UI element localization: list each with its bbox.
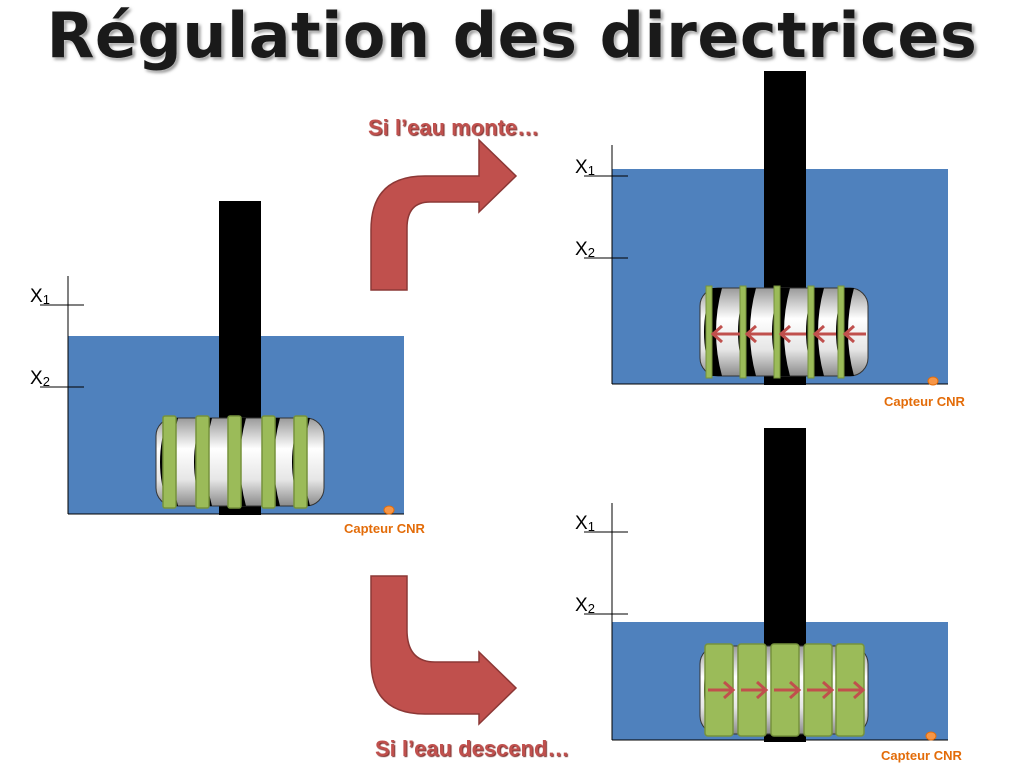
sensor-label: Capteur CNR	[881, 748, 962, 763]
guide-vane	[739, 285, 747, 379]
level-x1-label: X1	[575, 513, 595, 534]
arrow-fall-icon	[370, 575, 518, 726]
arrow-left-icon	[710, 324, 740, 344]
guide-vane	[261, 415, 276, 509]
guide-vane	[195, 415, 210, 509]
guide-vane	[837, 285, 845, 379]
sensor-label: Capteur CNR	[344, 521, 425, 536]
guide-vane	[293, 415, 308, 509]
guide-vane	[705, 285, 713, 379]
level-x2-label: X2	[575, 239, 595, 260]
arrow-left-icon	[812, 324, 836, 344]
arrow-right-icon	[741, 680, 769, 700]
sensor-dot	[383, 505, 395, 515]
level-x1-label: X1	[575, 157, 595, 178]
guide-vane	[162, 415, 177, 509]
page-title: Régulation des directrices	[46, 0, 978, 72]
guide-vane	[773, 285, 781, 379]
vane-closing-arrows	[710, 324, 866, 344]
arrow-left-icon	[744, 324, 772, 344]
sensor-dot	[927, 376, 939, 386]
arrow-right-icon	[708, 680, 736, 700]
sensor-label: Capteur CNR	[884, 394, 965, 409]
sensor-dot	[925, 731, 937, 741]
vane-opening-arrows	[708, 680, 866, 700]
level-x2-label: X2	[575, 595, 595, 616]
arrow-right-icon	[774, 680, 802, 700]
level-x1-label: X1	[30, 286, 50, 307]
arrow-right-icon	[807, 680, 835, 700]
caption-fall: Si l’eau descend…	[375, 736, 570, 761]
caption-rise: Si l’eau monte…	[368, 115, 540, 140]
arrow-left-icon	[842, 324, 866, 344]
guide-vanes	[162, 415, 308, 509]
arrow-rise-icon	[370, 138, 518, 291]
arrow-left-icon	[778, 324, 806, 344]
guide-vanes	[705, 285, 845, 379]
guide-vane	[227, 415, 242, 509]
guide-vane	[807, 285, 815, 379]
arrow-right-icon	[838, 680, 866, 700]
level-x2-label: X2	[30, 368, 50, 389]
